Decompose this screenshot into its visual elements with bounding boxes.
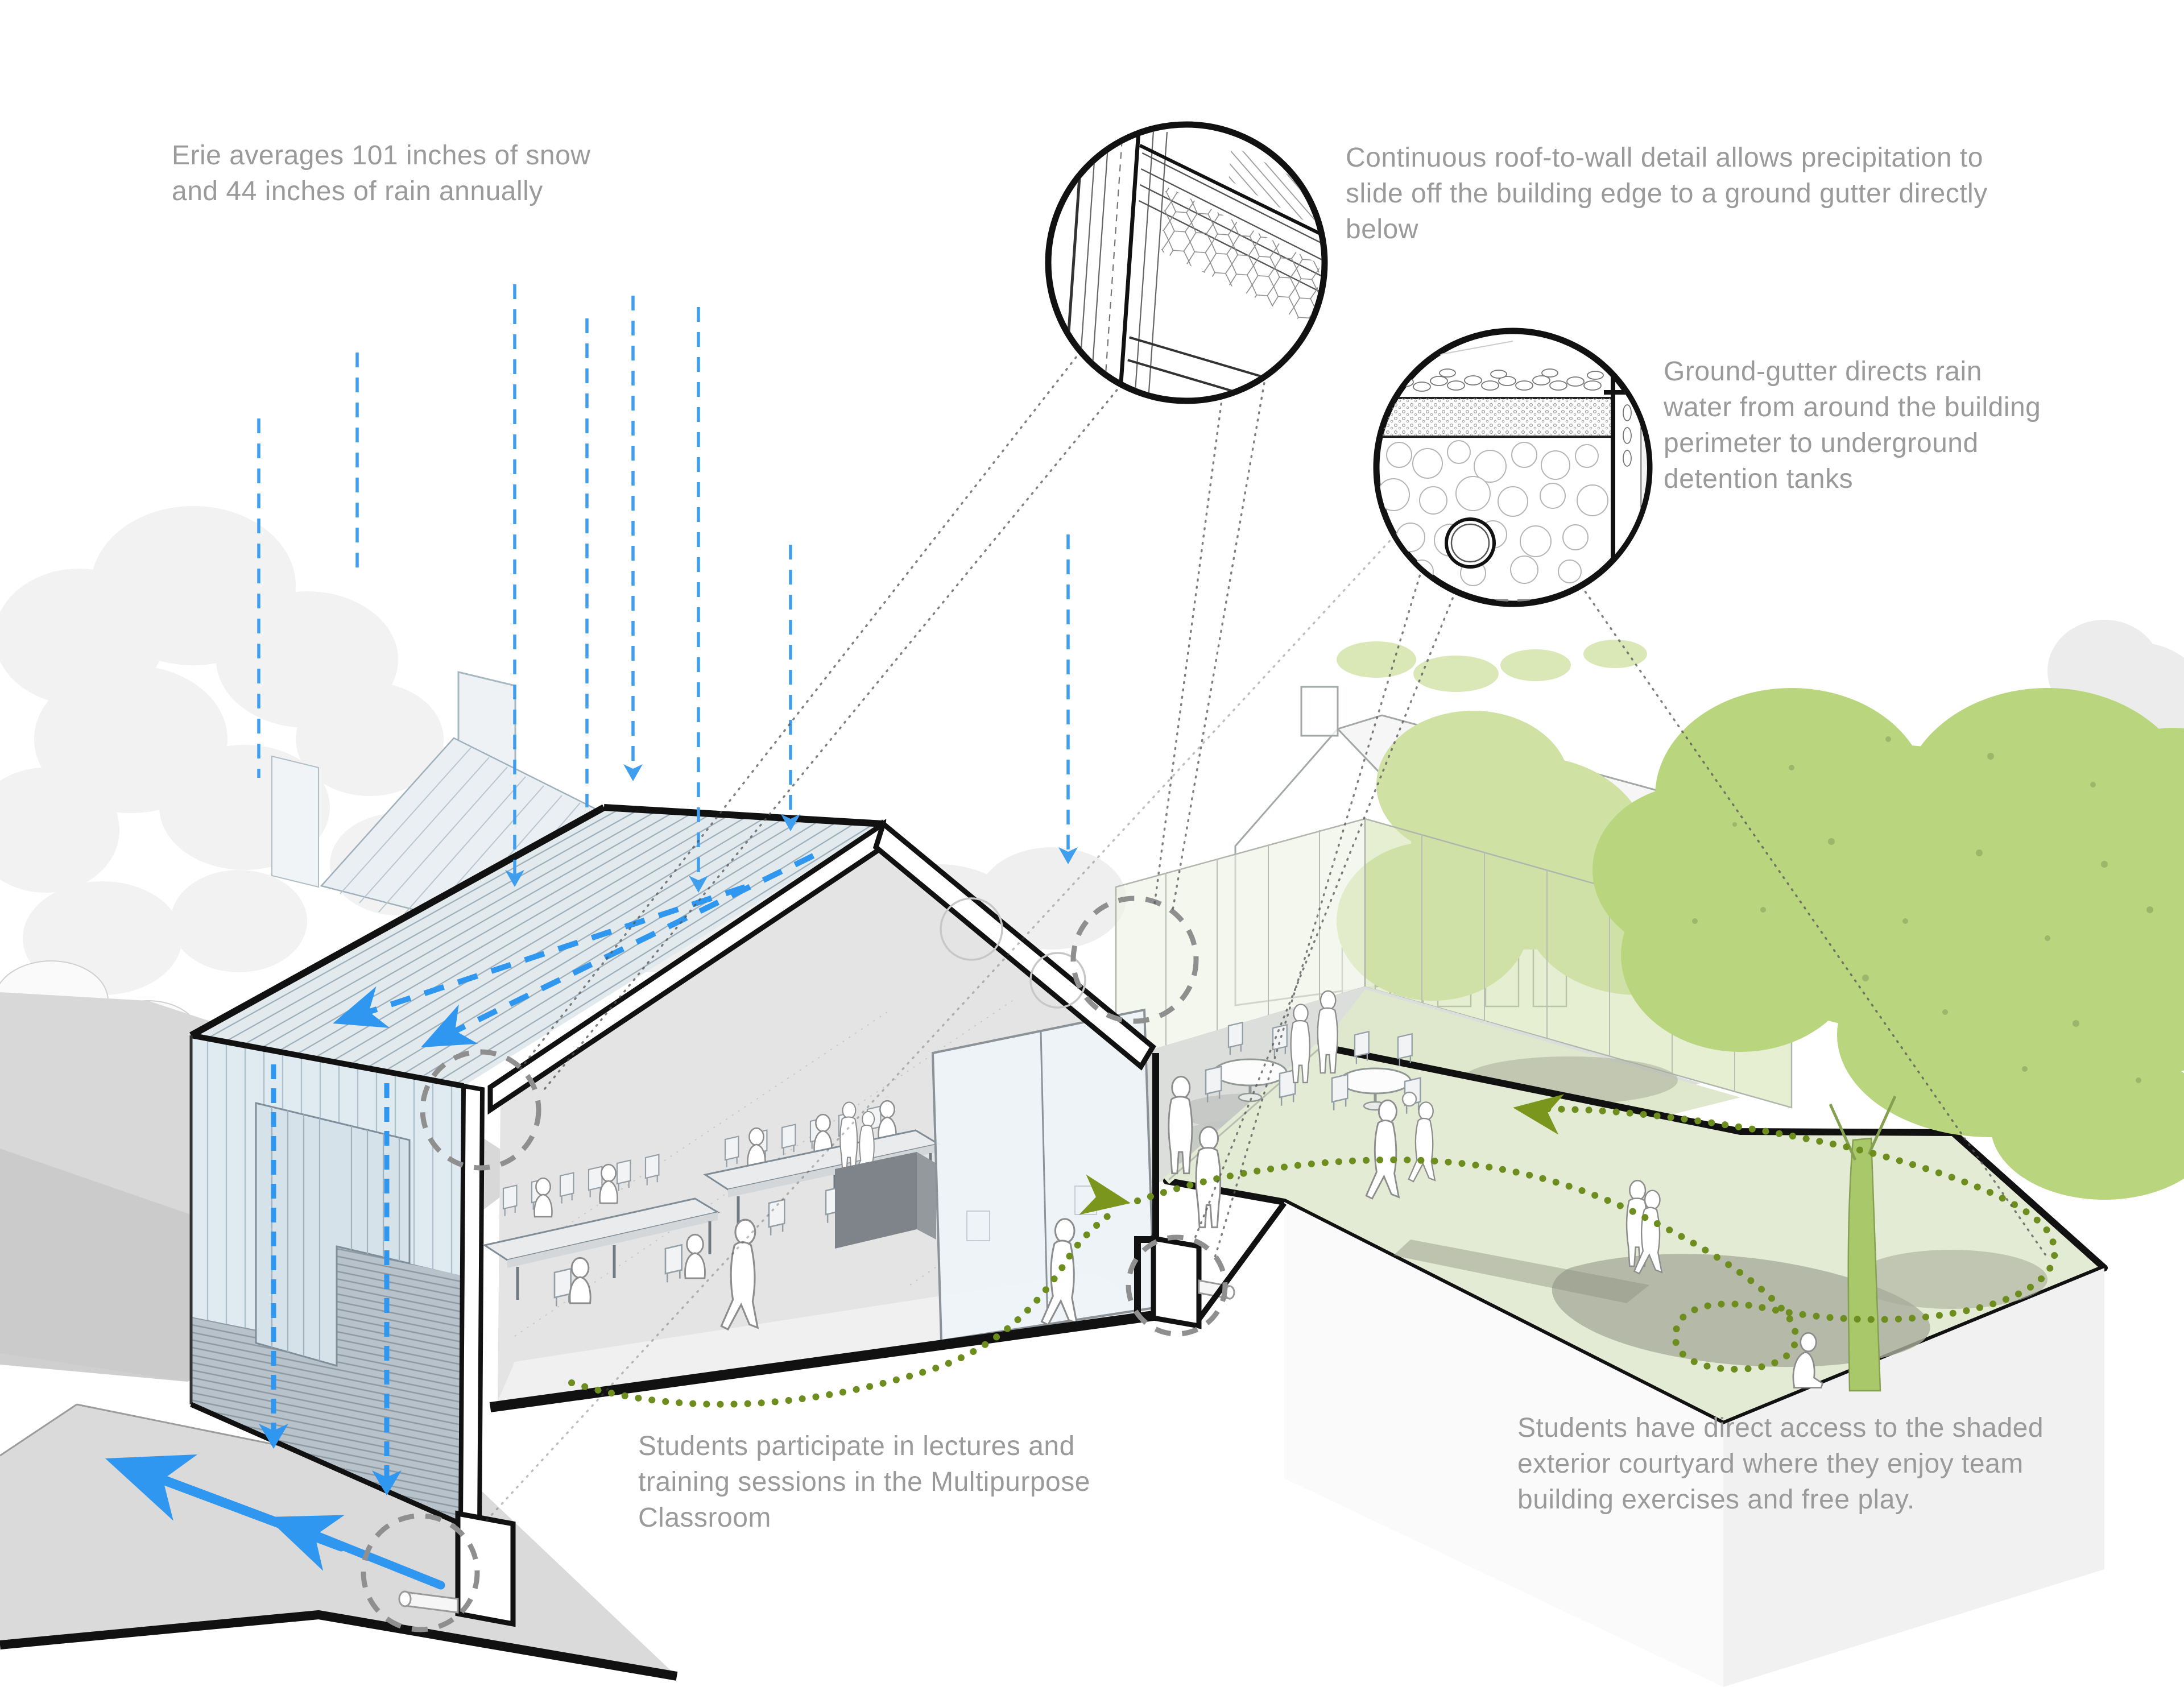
round-table	[1331, 1031, 1421, 1114]
fascia-circle	[1029, 952, 1086, 1009]
roof-flow-arrows	[326, 853, 815, 1067]
roof-seams	[207, 807, 875, 1085]
leader-lines	[482, 350, 2049, 1525]
stage-box	[835, 1101, 936, 1249]
right-foundation	[1151, 1235, 1202, 1329]
wall-cut-band	[458, 1083, 485, 1534]
ball	[1401, 1091, 1417, 1107]
tree-trunk	[1847, 1137, 1881, 1392]
ground-gutter-annotation: Ground-gutter directs rain water from ar…	[1664, 357, 2041, 494]
building-left-wall	[189, 1033, 516, 1627]
classroom-table	[482, 1154, 720, 1307]
courtyard-figures	[1168, 990, 1663, 1275]
leaf-speckles	[1692, 736, 2153, 1083]
floor-cut-line	[489, 1309, 1163, 1412]
eave-reference-circle	[420, 1049, 541, 1171]
courtyard-lawn	[1163, 1043, 2108, 1687]
detail-reference-circles	[361, 896, 1228, 1632]
climate-annotation: Erie averages 101 inches of snow and 44 …	[172, 140, 591, 206]
right-wall-cut	[1134, 1053, 1159, 1315]
wall-recessed-panel	[255, 1102, 411, 1367]
building	[189, 804, 1287, 1627]
ground-gutter-detail-circle	[1373, 328, 1653, 607]
grade-line	[1196, 1201, 1287, 1321]
rain-arrows	[257, 284, 1070, 880]
section-cut-bands	[487, 818, 1287, 1329]
classroom-annotation: Students participate in lectures and tra…	[638, 1431, 1090, 1533]
courtyard-annotation: Students have direct access to the shade…	[1517, 1413, 2044, 1515]
detention-pipe	[1445, 517, 1496, 569]
eave-reference-circle	[1070, 896, 1199, 1024]
ground-flow-arrows	[93, 1425, 445, 1590]
base-reference-circle	[1126, 1234, 1228, 1337]
courtyard-tree	[1592, 688, 2184, 1392]
roof-detail-annotation: Continuous roof-to-wall detail allows pr…	[1346, 143, 1988, 244]
foundation-stub	[455, 1510, 516, 1627]
student-path	[568, 1087, 2058, 1408]
base-reference-circle	[361, 1513, 480, 1632]
roof-to-wall-detail-circle	[1045, 121, 1328, 404]
classroom-interior	[482, 837, 1163, 1412]
perspective-guides	[514, 1000, 1130, 1337]
wall-flow-arrows	[259, 1064, 402, 1495]
fascia-circle	[940, 897, 1003, 961]
